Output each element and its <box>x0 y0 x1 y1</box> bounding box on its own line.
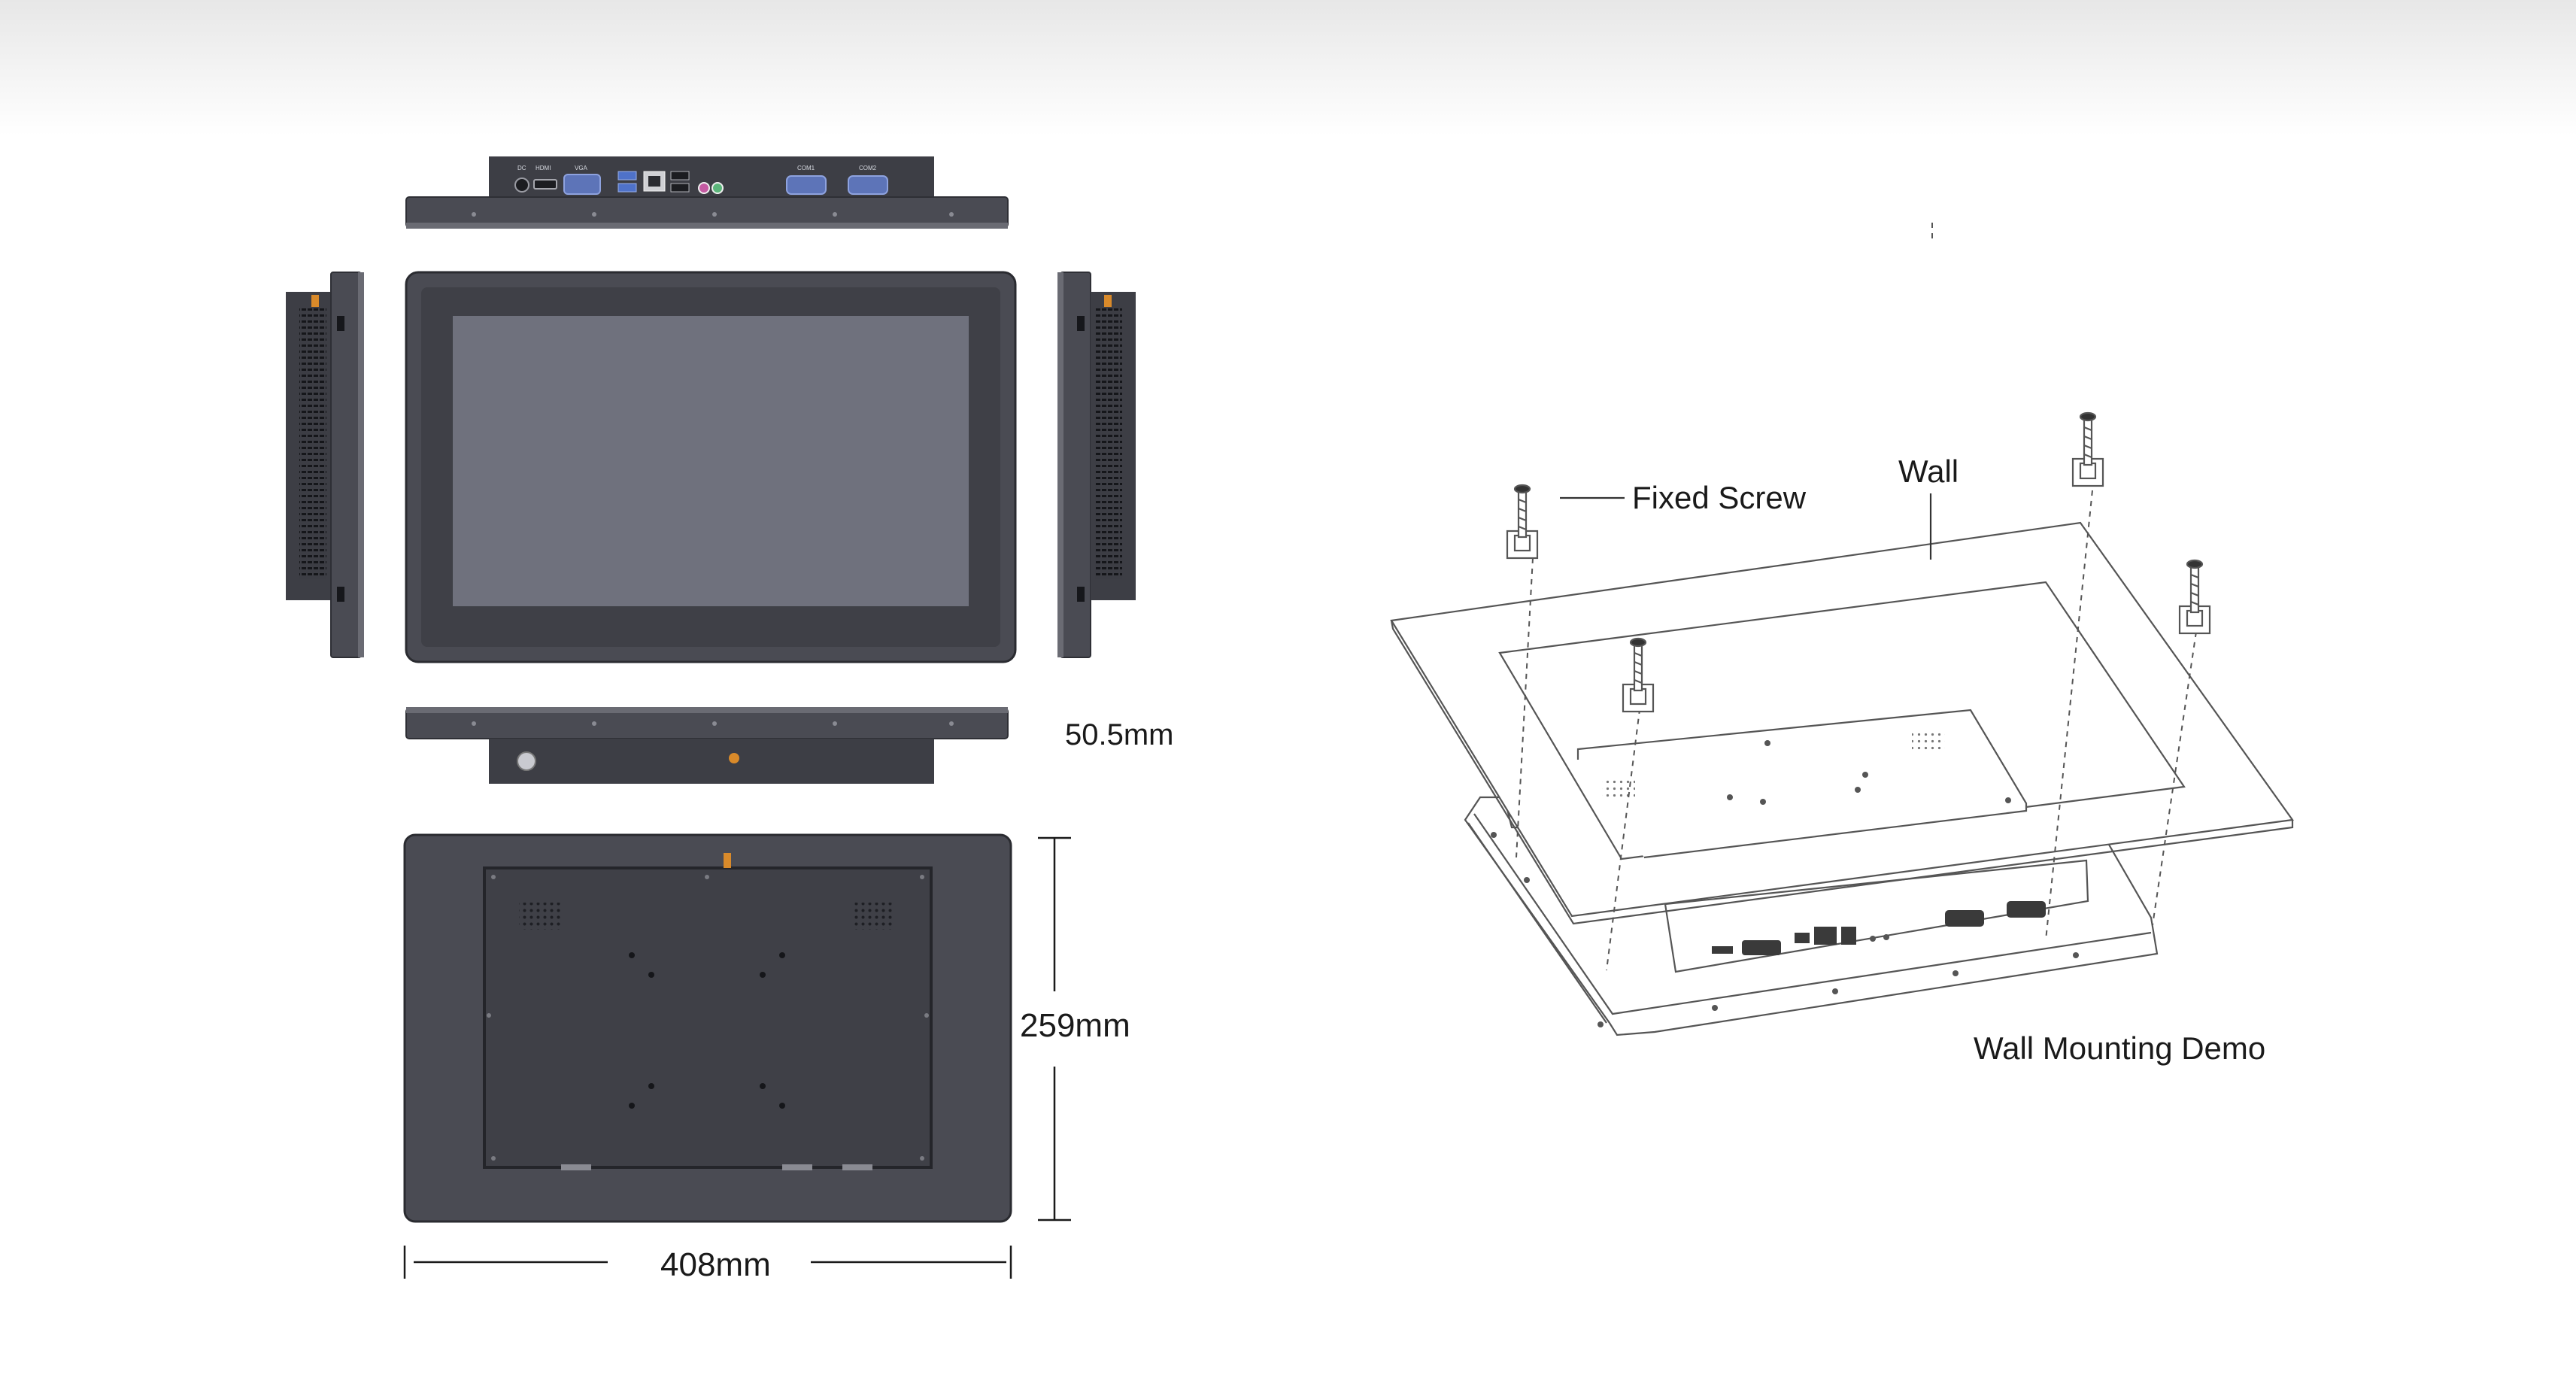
right-vent-grille <box>1095 308 1122 579</box>
port-label-com2: COM2 <box>859 165 877 171</box>
bottom-view <box>405 707 1009 784</box>
usb-port-icon <box>670 183 690 193</box>
vesa-mount-holes <box>629 952 785 1109</box>
wall-mounting-demo-caption: Wall Mounting Demo <box>1974 1030 2265 1066</box>
front-view <box>405 271 1017 663</box>
audio-out-jack-icon <box>712 182 724 194</box>
left-vent-grille <box>299 308 326 579</box>
wall-mounting-demo <box>1390 223 2294 1036</box>
mount-device-ports <box>1712 901 2046 955</box>
hdmi-port-icon <box>533 179 557 190</box>
antenna-connector-icon <box>1104 295 1112 307</box>
front-screen <box>453 316 969 606</box>
screw-guide-lines <box>1516 223 2197 971</box>
left-side-view <box>286 272 364 658</box>
wall-label: Wall <box>1898 454 1959 489</box>
rear-view <box>403 833 1012 1223</box>
rear-vent-right <box>853 903 895 930</box>
port-label-com1: COM1 <box>797 165 815 171</box>
right-side-frame <box>1060 272 1091 658</box>
usb-port-icon <box>617 183 637 193</box>
port-label-hdmi: HDMI <box>536 165 551 171</box>
com2-port-icon <box>848 175 888 195</box>
width-dimension-line <box>403 1246 1012 1279</box>
mount-vent-right <box>1912 730 1945 751</box>
fixed-screw-2 <box>1622 637 1655 713</box>
mic-jack-icon <box>698 182 710 194</box>
antenna-connector-icon <box>311 295 319 307</box>
fixed-screw-label: Fixed Screw <box>1632 480 1807 515</box>
top-gradient-band <box>0 0 2576 135</box>
left-side-frame <box>330 272 362 658</box>
fixed-screw-3 <box>2071 411 2104 487</box>
port-label-vga: VGA <box>575 165 588 171</box>
right-side-view <box>1057 272 1136 658</box>
antenna-connector-icon <box>724 853 731 868</box>
port-label-dc: DC <box>517 165 526 171</box>
height-dimension-line <box>1038 836 1071 1222</box>
dc-jack-icon <box>514 178 529 193</box>
fixed-screw-4 <box>2178 559 2211 635</box>
top-view-io-panel: DC HDMI VGA COM1 COM2 <box>405 156 1009 229</box>
width-dimension-label: 408mm <box>660 1246 771 1283</box>
indicator-led-icon <box>729 753 739 763</box>
usb-port-icon <box>670 171 690 181</box>
com1-port-icon <box>786 175 827 195</box>
height-dimension-label: 259mm <box>1020 1007 1130 1044</box>
wall-cutout <box>1498 581 2186 860</box>
bottom-view-body <box>489 739 934 784</box>
rear-vent-left <box>519 903 561 930</box>
usb-port-icon <box>617 171 637 181</box>
power-button-icon <box>517 751 536 771</box>
lan-port-icon <box>643 171 666 192</box>
mount-vent-left <box>1602 778 1635 799</box>
depth-dimension-label: 50.5mm <box>1065 718 1174 751</box>
vga-port-icon <box>563 174 601 195</box>
top-view-frame-edge <box>406 223 1008 229</box>
fixed-screw-1 <box>1506 484 1539 560</box>
